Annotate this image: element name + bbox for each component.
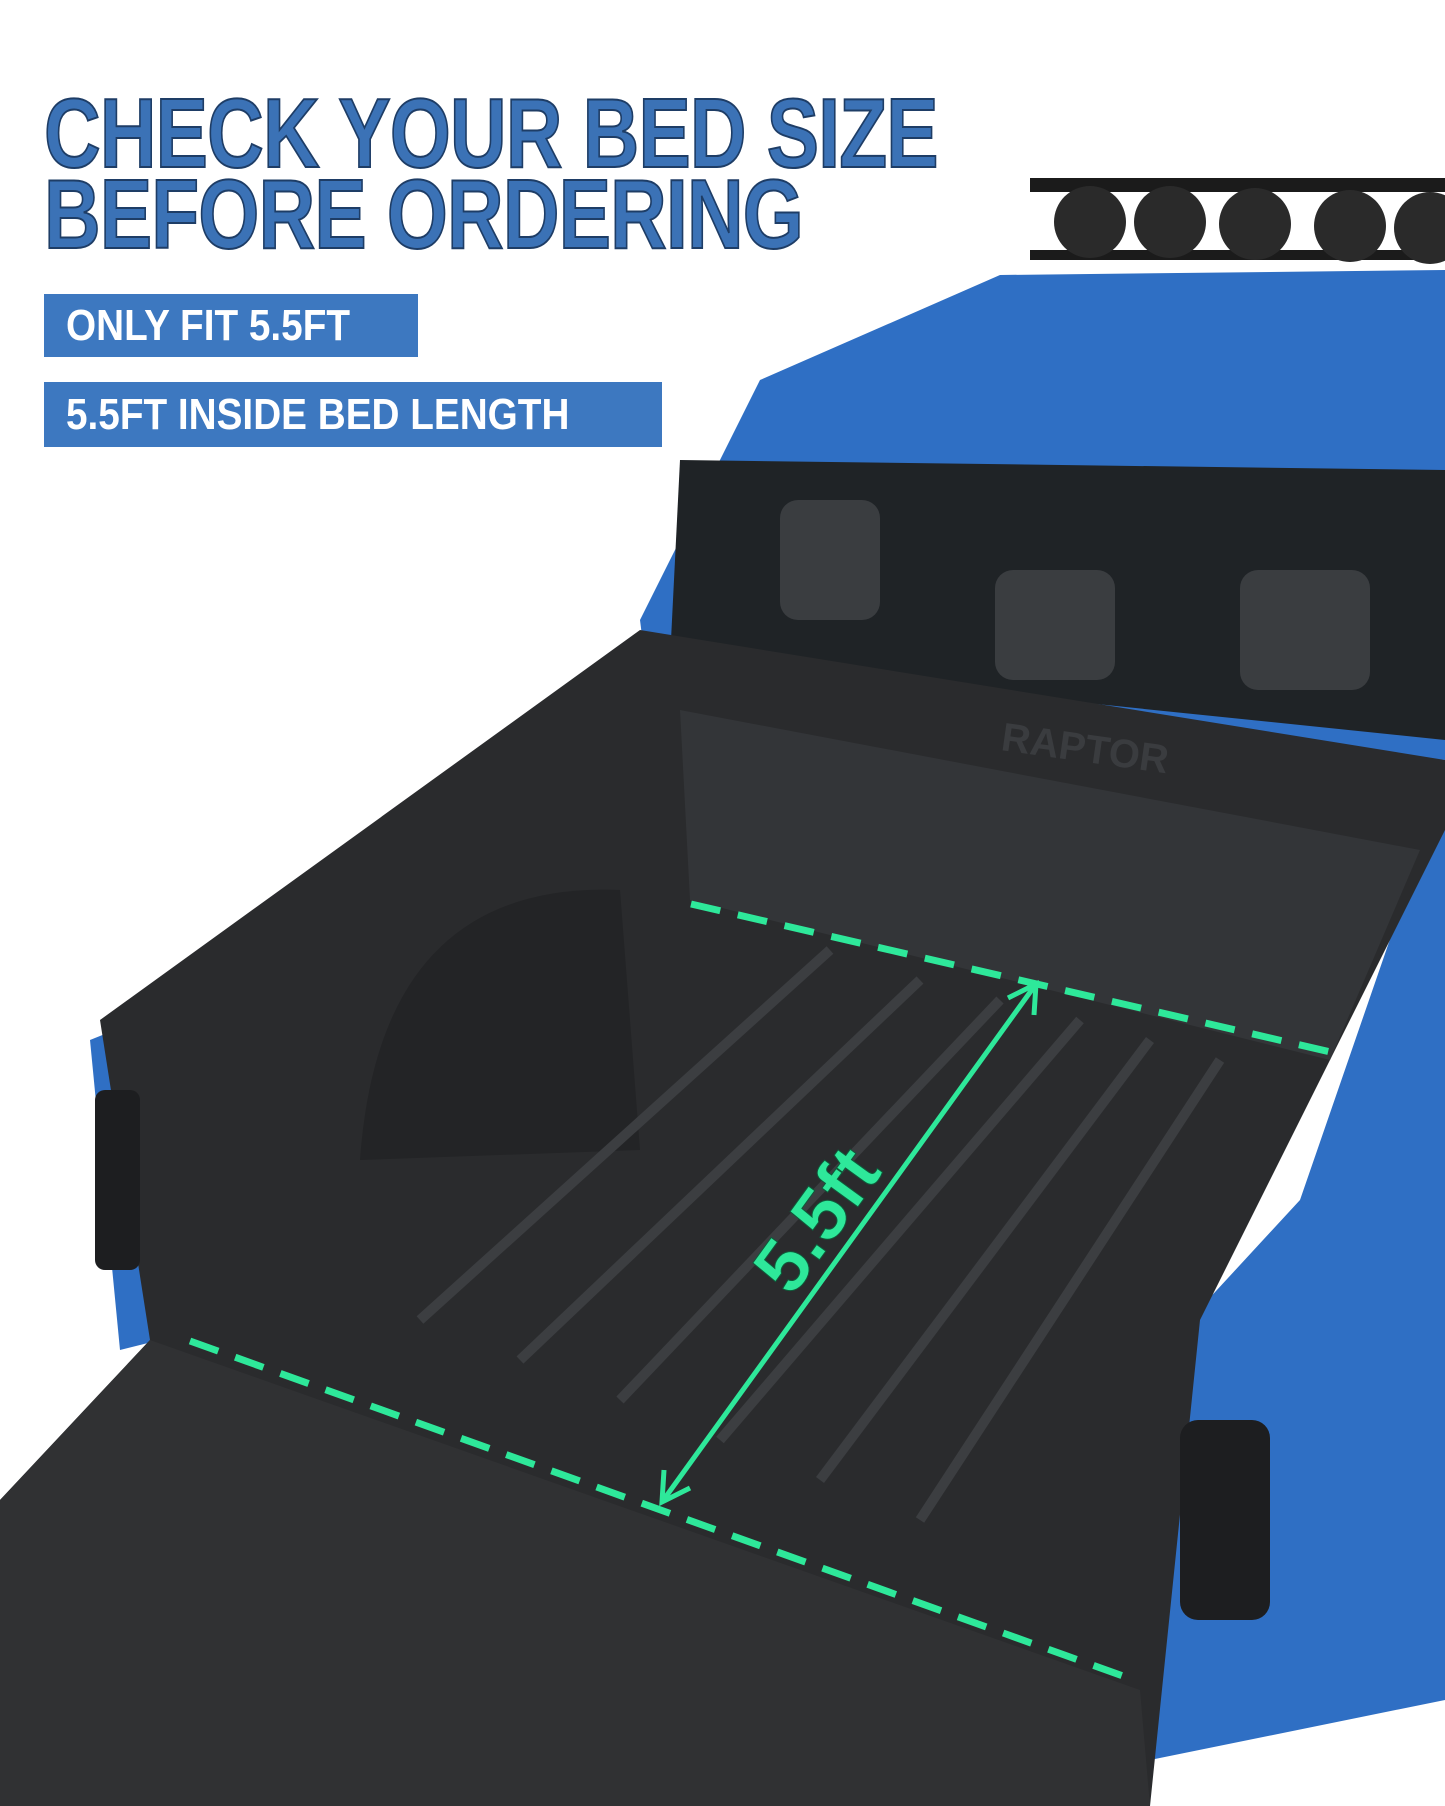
roof-light-bar: [1030, 178, 1445, 264]
bed-front-wall: [680, 710, 1420, 1060]
seat-headrest: [995, 570, 1115, 680]
headline-line-1: CHECK YOUR BED SIZE: [43, 78, 939, 188]
wheel-well: [360, 889, 640, 1160]
length-arrow: [659, 979, 1039, 1507]
taillight-right: [1180, 1420, 1270, 1620]
taillight-left: [95, 1090, 140, 1270]
bed-floor-ribs: [416, 946, 1225, 1523]
seat-headrest: [780, 500, 880, 620]
back-dashed-line: [690, 900, 1336, 1057]
headline-line-2: BEFORE ORDERING: [43, 159, 804, 269]
tailgate: [0, 1340, 1150, 1806]
seat-headrest: [1240, 570, 1370, 690]
bed-length-tag: 5.5FT INSIDE BED LENGTH: [44, 382, 662, 447]
bed-length-label: 5.5FT INSIDE BED LENGTH: [66, 389, 570, 439]
fit-size-tag: ONLY FIT 5.5FT: [44, 294, 418, 357]
front-dashed-line: [188, 1337, 1136, 1684]
fit-size-label: ONLY FIT 5.5FT: [66, 300, 351, 350]
